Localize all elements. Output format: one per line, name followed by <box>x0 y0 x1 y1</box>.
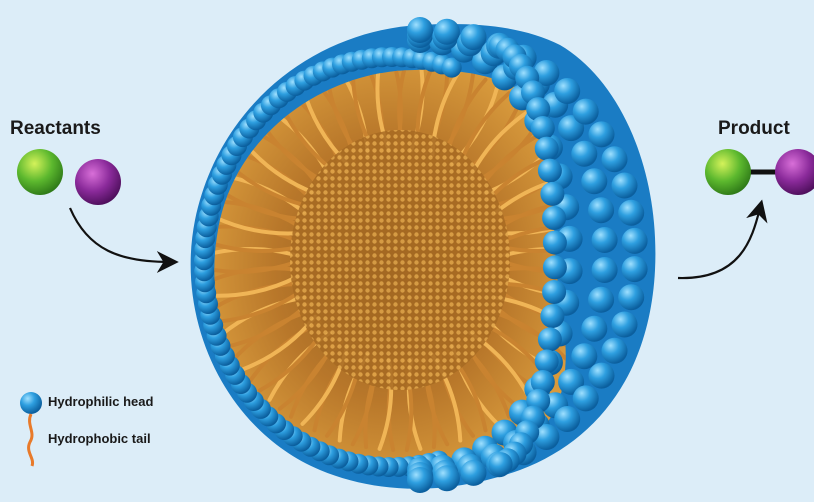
head-sphere <box>535 137 559 161</box>
head-sphere <box>407 467 433 493</box>
head-sphere <box>589 363 615 389</box>
head-sphere <box>538 159 562 183</box>
head-sphere <box>612 312 638 338</box>
head-sphere <box>602 338 628 364</box>
hydrophilic-head-label: Hydrophilic head <box>48 394 153 409</box>
head-sphere <box>571 343 597 369</box>
head-sphere <box>407 17 433 43</box>
head-sphere <box>588 197 614 223</box>
reactant-green-sphere <box>17 149 63 195</box>
head-sphere <box>589 121 615 147</box>
product-purple-sphere <box>775 149 814 195</box>
head-sphere <box>489 452 513 476</box>
product-molecule <box>705 149 814 195</box>
head-sphere <box>618 200 644 226</box>
product-label: Product <box>718 118 790 140</box>
head-sphere <box>542 206 566 230</box>
head-sphere <box>543 231 567 255</box>
head-legend-icon <box>20 392 42 414</box>
head-sphere <box>588 287 614 313</box>
reactants-label: Reactants <box>10 118 101 140</box>
head-sphere <box>592 227 618 253</box>
head-sphere <box>573 99 599 125</box>
head-sphere <box>612 173 638 199</box>
output-arrow <box>678 208 760 278</box>
head-sphere <box>434 465 460 491</box>
head-sphere <box>538 327 562 351</box>
reactant-purple-sphere <box>75 159 121 205</box>
head-sphere <box>461 24 487 50</box>
head-sphere <box>592 257 618 283</box>
head-sphere <box>554 406 580 432</box>
head-sphere <box>581 316 607 342</box>
hydrophobic-tail-label: Hydrophobic tail <box>48 431 151 446</box>
head-sphere <box>571 141 597 167</box>
micelle-cutaway <box>191 17 656 493</box>
head-sphere <box>434 19 460 45</box>
head-sphere <box>602 146 628 172</box>
micelle-core <box>290 130 510 390</box>
head-sphere <box>531 116 555 140</box>
head-sphere <box>622 256 648 282</box>
input-arrow <box>70 208 170 262</box>
head-sphere <box>540 182 564 206</box>
head-sphere <box>554 78 580 104</box>
product-green-sphere <box>705 149 751 195</box>
head-sphere <box>622 228 648 254</box>
head-sphere <box>535 349 559 373</box>
head-sphere <box>618 284 644 310</box>
head-sphere <box>461 460 487 486</box>
head-sphere <box>581 168 607 194</box>
head-sphere <box>573 385 599 411</box>
head-sphere <box>543 255 567 279</box>
head-sphere <box>540 304 564 328</box>
tail-legend-icon <box>29 414 33 466</box>
head-sphere <box>542 280 566 304</box>
